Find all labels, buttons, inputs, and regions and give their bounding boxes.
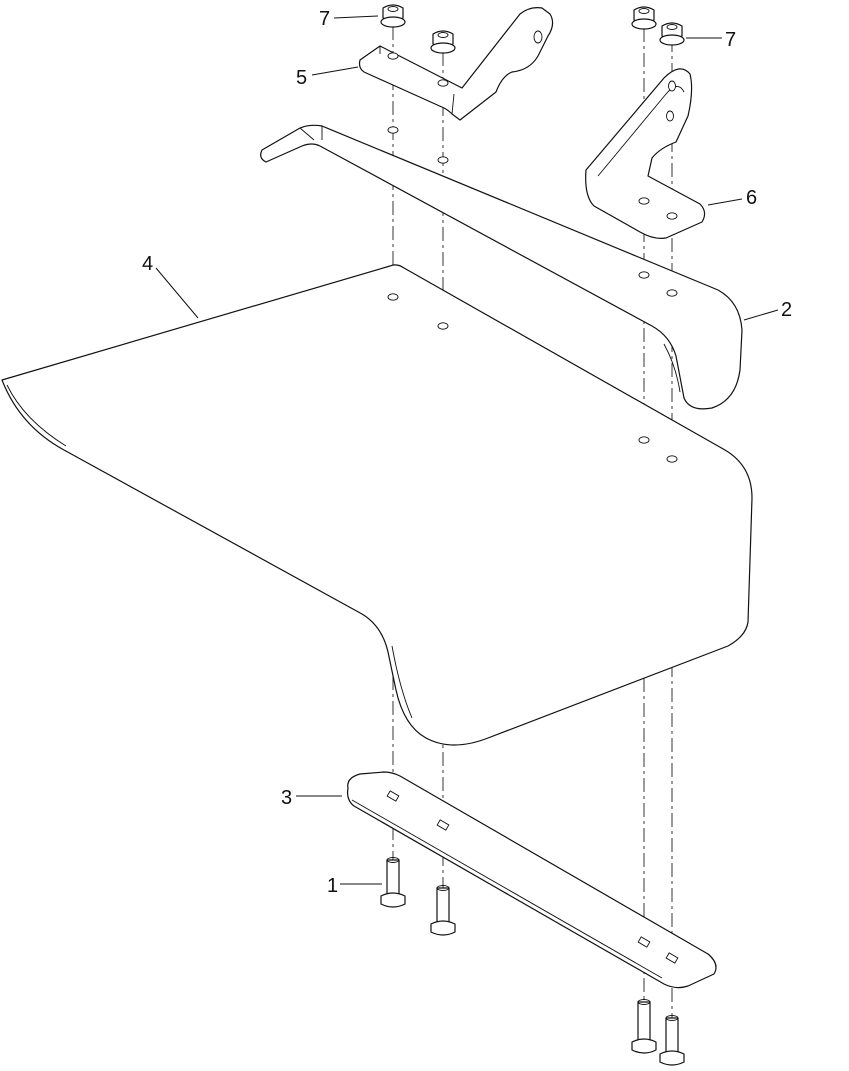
callout-leaders (155, 15, 779, 885)
part-2-upper-strip (260, 124, 743, 410)
callout-4: 4 (142, 253, 153, 275)
part-7-nut-b (430, 30, 456, 54)
part-7-nut-c (631, 6, 657, 30)
part-4-deflector-plate (1, 264, 753, 746)
part-1-bolt-c (631, 999, 657, 1054)
leader-4 (155, 267, 199, 319)
part-1-bolt-b (430, 885, 456, 936)
part-1-bolt-d (659, 1015, 685, 1066)
leader-6 (707, 198, 743, 206)
part-7-nut-a (380, 4, 406, 28)
part-5-left-bracket (358, 7, 554, 121)
leader-2 (743, 309, 779, 321)
leader-7a (333, 15, 379, 19)
callout-3: 3 (281, 787, 292, 809)
part-1-bolt-a (380, 857, 406, 908)
callout-7-right: 7 (725, 29, 736, 51)
part-7-nut-d (659, 22, 685, 46)
callout-2: 2 (781, 299, 792, 321)
callout-5: 5 (296, 67, 307, 89)
part-6-right-bracket (585, 68, 706, 239)
callout-6: 6 (746, 187, 757, 209)
callout-7-left: 7 (319, 8, 330, 30)
callout-labels: 1 2 3 4 5 6 7 7 (142, 8, 792, 897)
leader-5 (311, 66, 359, 76)
part-3-bottom-bar (347, 771, 717, 989)
callout-1: 1 (327, 875, 338, 897)
